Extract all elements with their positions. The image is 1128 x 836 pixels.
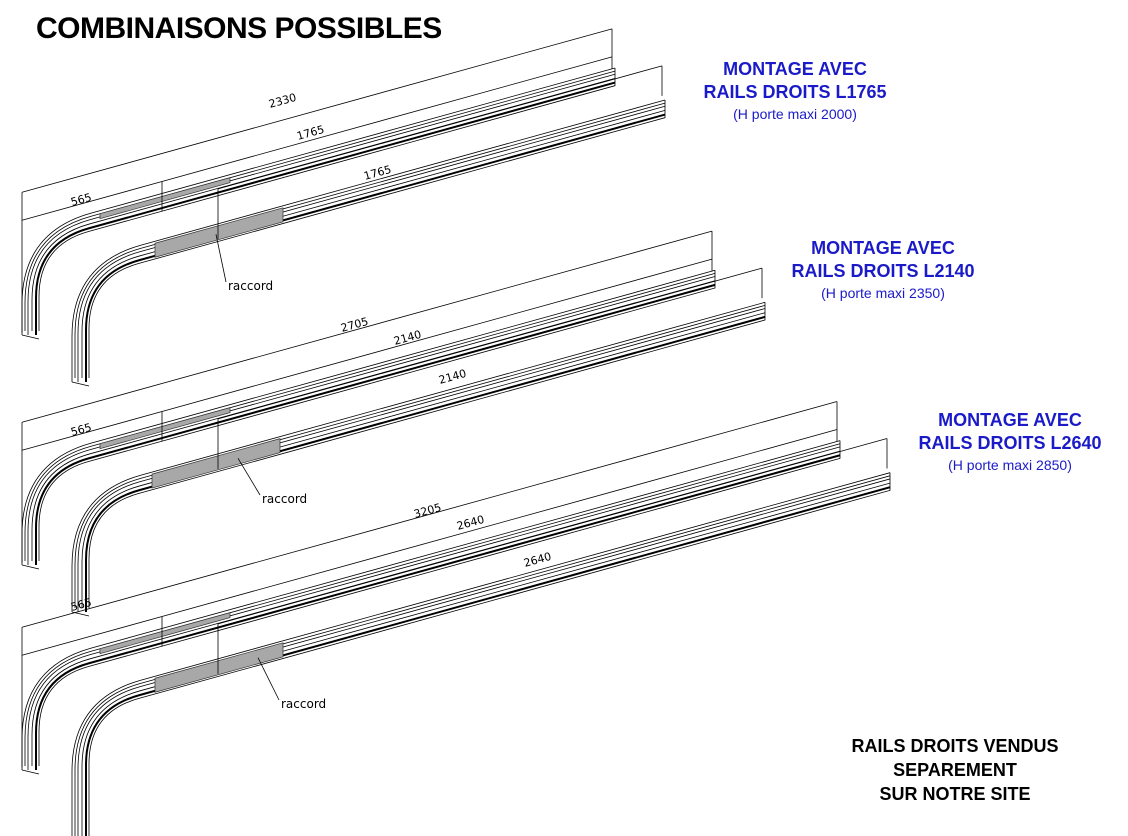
assembly-1-drawing: 565 2330 1765 1765 raccord — [21, 28, 666, 387]
rail-edge — [77, 105, 666, 382]
heading-line: RAILS DROITS L2140 — [791, 261, 975, 281]
rail-edge — [35, 283, 716, 565]
dimension-line — [21, 28, 613, 193]
note-line: RAILS DROITS VENDUS — [851, 736, 1059, 756]
rail-edge — [85, 486, 891, 836]
assembly-1-heading: MONTAGE AVEC RAILS DROITS L1765 (H porte… — [690, 58, 900, 124]
rail-end — [21, 564, 40, 570]
rail-end — [21, 769, 40, 775]
dim-inner: 2140 — [437, 367, 467, 387]
heading-sub: (H porte maxi 2000) — [733, 106, 857, 122]
rail-edge — [74, 475, 891, 836]
dimension-line — [21, 616, 163, 656]
assembly-3-heading: MONTAGE AVEC RAILS DROITS L2640 (H porte… — [905, 409, 1115, 475]
curve-insert — [99, 177, 231, 220]
connector-leader — [257, 657, 280, 701]
rail-edge — [24, 273, 716, 561]
rail-edge — [85, 113, 666, 382]
diagram-title: COMBINAISONS POSSIBLES — [36, 12, 442, 45]
rail-edge — [88, 117, 666, 378]
connector-leader — [237, 458, 261, 496]
dimension-line — [21, 230, 713, 423]
dim-inner: 2640 — [522, 550, 552, 570]
rail-edge — [88, 489, 891, 836]
dimension-line — [21, 401, 838, 628]
rail-edge — [31, 78, 616, 331]
note-line: SUR NOTRE SITE — [879, 784, 1031, 804]
rail-edge — [77, 308, 766, 612]
dim-straight: 2640 — [455, 513, 485, 533]
dimension-line — [217, 65, 663, 190]
rail-edge — [81, 110, 666, 378]
rail-edge — [81, 312, 766, 608]
dimension-line — [161, 258, 713, 412]
rail-edge — [71, 99, 666, 382]
dimension-line — [217, 438, 888, 625]
rail-edge — [27, 446, 841, 770]
rail-edge — [38, 85, 616, 331]
heading-line: MONTAGE AVEC — [938, 410, 1082, 430]
rail-end — [71, 381, 90, 387]
dim-straight: 2140 — [392, 328, 422, 348]
assembly-2-drawing: 565 2705 2140 2140 raccord — [21, 230, 766, 617]
rail-edge — [74, 305, 766, 608]
rail-edge — [38, 457, 841, 766]
rail-edge — [27, 276, 716, 565]
connector-plate — [151, 438, 281, 489]
rail-edge — [88, 319, 766, 608]
heading-line: RAILS DROITS L2640 — [918, 433, 1102, 453]
rail-end — [21, 334, 40, 340]
connector-label: raccord — [262, 492, 307, 506]
curve-insert — [99, 612, 231, 655]
dimension-line — [161, 56, 613, 182]
rail-edge — [81, 482, 891, 836]
rail-edge — [24, 70, 616, 331]
dim-total: 3205 — [412, 501, 442, 521]
dim-curve: 565 — [69, 596, 93, 614]
rail-edge — [85, 315, 766, 612]
dimension-line — [21, 181, 163, 221]
connector-plate — [154, 642, 284, 693]
assembly-3-drawing: 565 3205 2640 2640 raccord — [21, 401, 891, 836]
rail-edge — [71, 472, 891, 836]
heading-sub: (H porte maxi 2850) — [948, 457, 1072, 473]
dim-total: 2330 — [267, 91, 297, 111]
rail-edge — [35, 454, 841, 770]
rail-edge — [27, 73, 616, 335]
sold-separately-note: RAILS DROITS VENDUS SEPAREMENT SUR NOTRE… — [830, 734, 1080, 806]
dimension-line — [21, 411, 163, 451]
heading-line: MONTAGE AVEC — [811, 238, 955, 258]
rail-edge — [74, 102, 666, 378]
note-line: SEPAREMENT — [893, 760, 1017, 780]
rail-edge — [38, 287, 716, 561]
connector-leader — [215, 234, 227, 283]
dim-curve: 565 — [69, 191, 93, 209]
assembly-2-heading: MONTAGE AVEC RAILS DROITS L2140 (H porte… — [778, 237, 988, 303]
rail-edge — [31, 450, 841, 766]
rail-edge — [31, 280, 716, 561]
dim-total: 2705 — [339, 315, 369, 335]
dimension-line — [217, 267, 763, 420]
curve-insert — [99, 407, 231, 450]
dimension-line — [161, 429, 838, 617]
rail-edge — [71, 301, 766, 612]
rail-edge — [77, 478, 891, 836]
rail-edge — [24, 443, 841, 766]
connector-label: raccord — [228, 279, 273, 293]
heading-sub: (H porte maxi 2350) — [821, 285, 945, 301]
rail-edge — [35, 81, 616, 335]
dim-curve: 565 — [69, 421, 93, 439]
connector-plate — [154, 207, 284, 258]
heading-line: MONTAGE AVEC — [723, 59, 867, 79]
heading-line: RAILS DROITS L1765 — [703, 82, 887, 102]
connector-label: raccord — [281, 697, 326, 711]
dim-straight: 1765 — [295, 123, 325, 143]
